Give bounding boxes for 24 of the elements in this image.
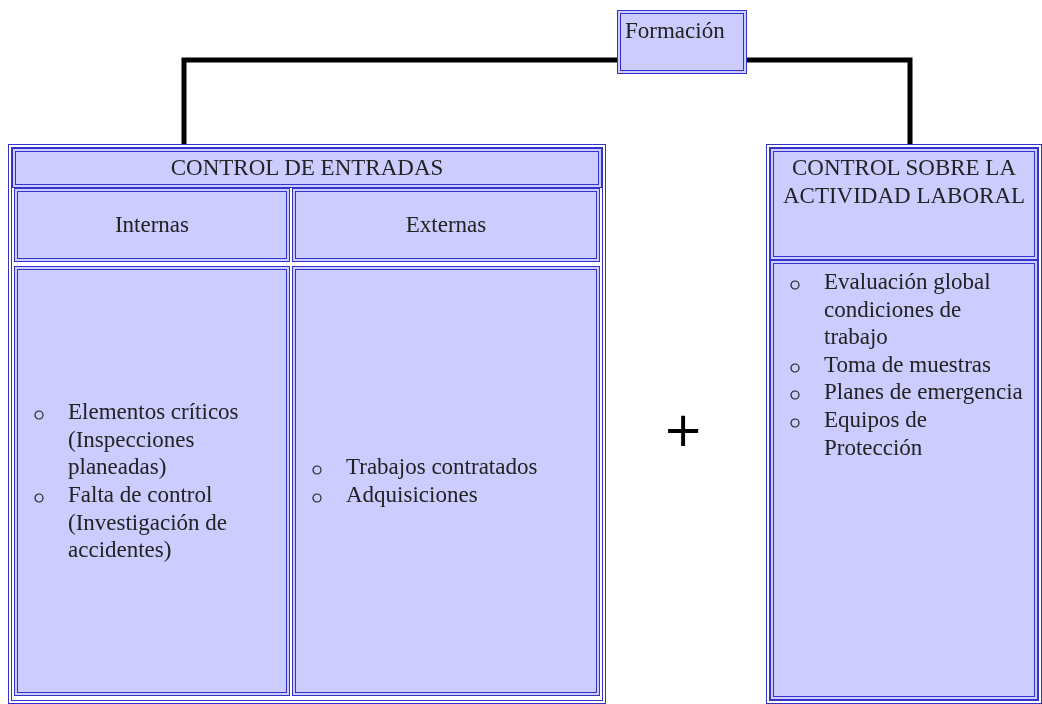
connector-line: [747, 57, 913, 144]
connector-line: [181, 57, 617, 144]
table-header: CONTROL DE ENTRADAS: [12, 148, 602, 188]
column-header: [14, 188, 290, 262]
list-item: Elementos críticos (Inspecciones planeadas): [68, 398, 278, 481]
cell-text: Formación: [625, 18, 725, 43]
list-cell: [14, 266, 290, 696]
title-box: [617, 10, 747, 74]
list-cell: [770, 260, 1038, 700]
table-header: CONTROL SOBRE LA ACTIVIDAD LABORAL: [770, 148, 1038, 260]
table-box: [8, 144, 606, 704]
plus-sign: +: [663, 405, 704, 453]
cell-text: Externas: [405, 212, 487, 238]
list-item: Evaluación global condiciones de trabajo: [824, 268, 1026, 351]
cell-text: Internas: [114, 212, 190, 238]
table-box: [766, 144, 1042, 704]
list-item: Trabajos contratados: [346, 453, 588, 481]
list-cell: [292, 266, 600, 696]
list-item: Adquisiciones: [346, 481, 588, 509]
list-item: Toma de muestras: [824, 350, 1026, 379]
column-header: [292, 188, 600, 262]
list-item: Equipos de Protección: [824, 405, 1026, 462]
list-item: Falta de control (Investigación de accidentes): [68, 481, 278, 564]
list-item: Planes de emergencia: [824, 378, 1026, 406]
